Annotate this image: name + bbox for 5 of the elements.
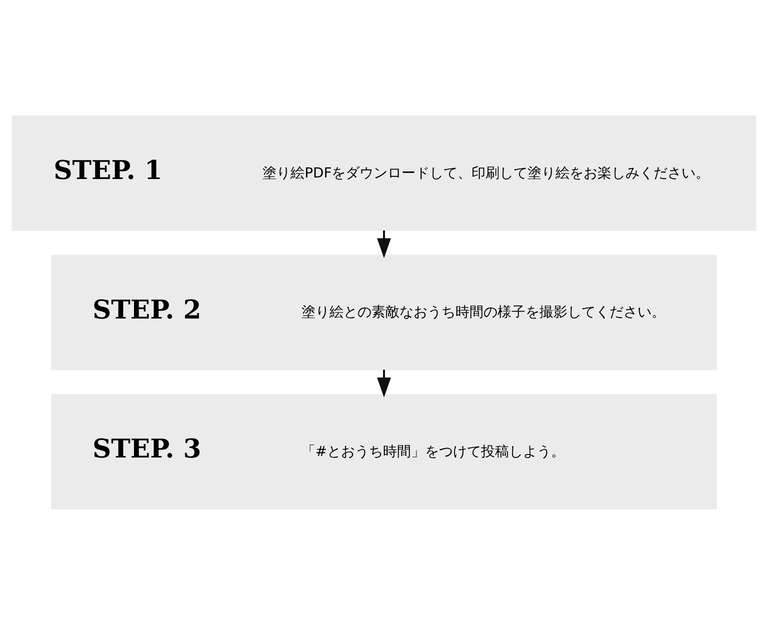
- arrow: [377, 230, 391, 258]
- arrow: [377, 369, 391, 397]
- node-box: STEP. 1 塗り絵PDFをダウンロードして、印刷して塗り絵をお楽しみください。: [12, 114, 756, 230]
- node-box: STEP. 3 「#とおうち時間」をつけて投稿しよう。: [51, 394, 717, 510]
- node-box: STEP. 2 塗り絵との素敵なおうち時間の様子を撮影してください。: [51, 254, 717, 370]
